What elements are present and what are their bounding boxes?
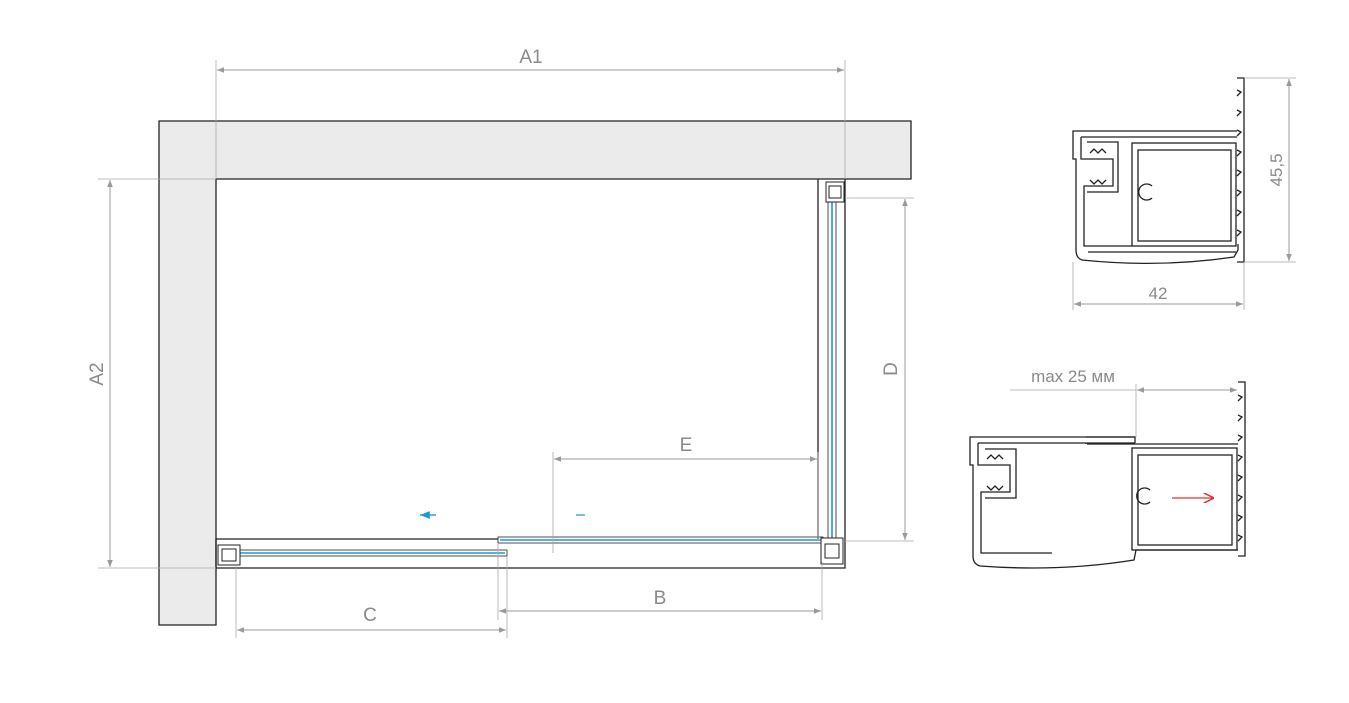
- glass-panels: [235, 195, 837, 557]
- corner-wall: [158, 120, 912, 626]
- tray-outline: [215, 179, 846, 569]
- profile-section-bottom: max 25 мм: [969, 367, 1246, 569]
- label-a1: A1: [519, 47, 542, 68]
- dimension-a2: A2: [87, 178, 216, 569]
- profile-section-top: 42 45,5: [1072, 77, 1296, 310]
- plan-view: A1 A2 D E B: [87, 47, 914, 638]
- dimension-d: D: [845, 197, 914, 542]
- label-e: E: [680, 435, 693, 456]
- label-d: D: [881, 362, 902, 376]
- wall-profiles: [217, 181, 845, 566]
- label-c: C: [363, 605, 377, 626]
- profile-bottom-outline: [969, 381, 1246, 569]
- dimension-a1: A1: [215, 47, 846, 179]
- dimension-c: C: [235, 556, 508, 638]
- label-adjustment: max 25 мм: [1031, 367, 1115, 386]
- label-b: B: [654, 588, 667, 609]
- label-a2: A2: [87, 362, 108, 385]
- dimension-e: E: [552, 435, 819, 553]
- dimension-profile-width: 42: [1072, 262, 1245, 310]
- dimension-adjustment: max 25 мм: [1010, 367, 1237, 437]
- profile-top-outline: [1072, 77, 1245, 264]
- dimension-b: B: [497, 543, 823, 620]
- label-profile-height: 45,5: [1267, 153, 1286, 186]
- label-profile-width: 42: [1149, 284, 1168, 303]
- dimension-profile-height: 45,5: [1244, 77, 1296, 263]
